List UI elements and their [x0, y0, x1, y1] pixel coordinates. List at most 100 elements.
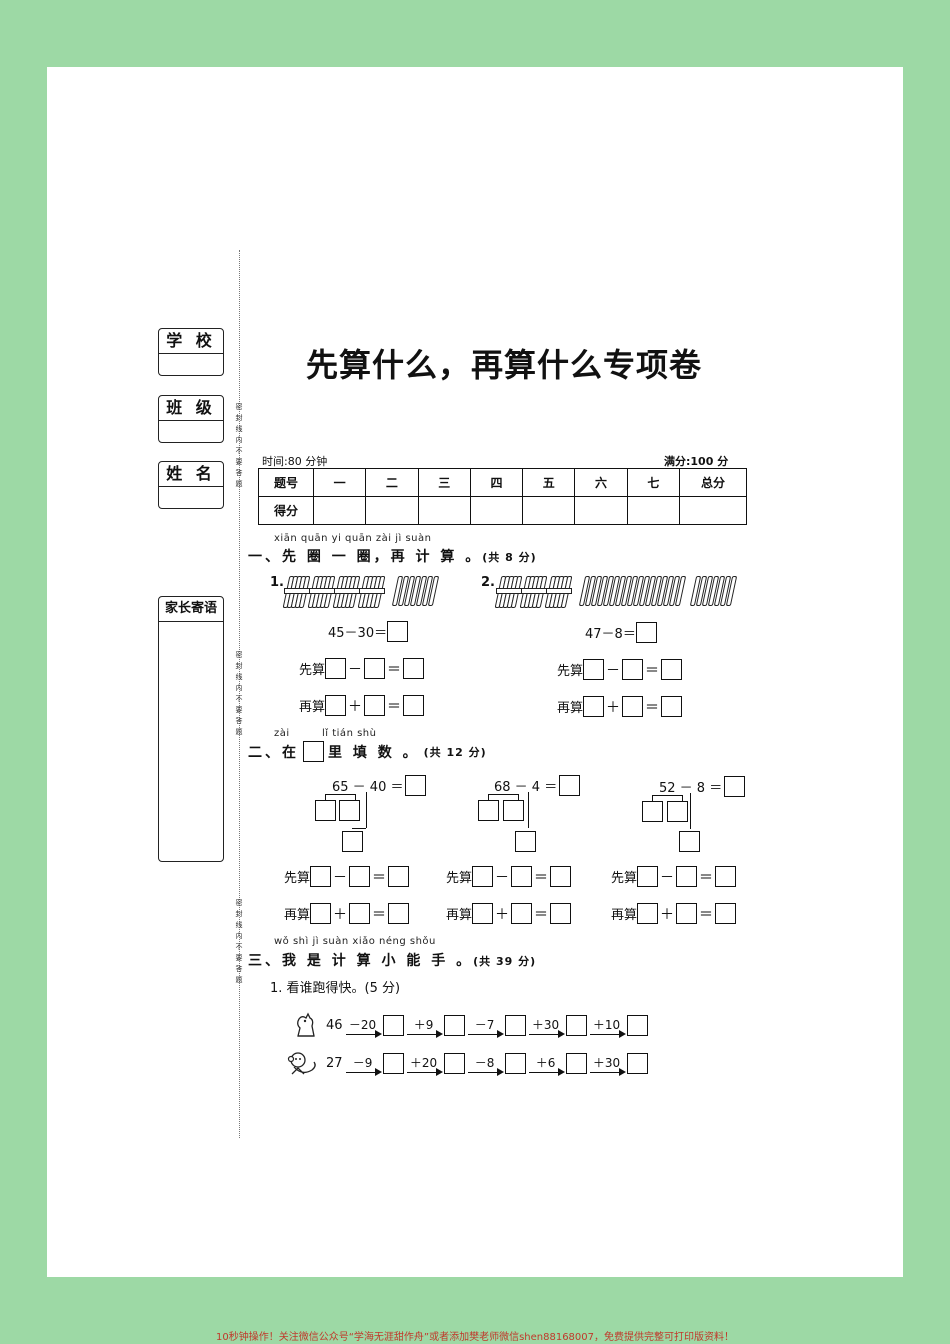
answer-box[interactable]: [635, 622, 657, 643]
stick-bundle: [332, 576, 361, 608]
stick-bundle: [357, 576, 386, 608]
school-label: 学 校: [159, 329, 223, 354]
section2-pinyin-a: zài: [274, 728, 290, 739]
answer-box[interactable]: [622, 696, 644, 717]
split-box[interactable]: [503, 800, 524, 821]
answer-box[interactable]: [676, 866, 698, 887]
class-field[interactable]: 班 级: [158, 395, 224, 443]
name-field[interactable]: 姓 名: [158, 461, 224, 509]
q1-equation: 45－30＝: [328, 621, 409, 642]
score-cell[interactable]: [312, 496, 367, 525]
worksheet-paper: [47, 67, 903, 1277]
split-line: [518, 794, 519, 800]
arrow-step: ＋30: [528, 1016, 565, 1038]
q2-first-step: 先算－＝: [557, 659, 683, 680]
first-label: 先算: [299, 663, 326, 678]
then-label: 再算: [611, 908, 638, 923]
answer-box[interactable]: [349, 866, 371, 887]
answer-box[interactable]: [637, 903, 659, 924]
answer-box[interactable]: [715, 866, 737, 887]
answer-box[interactable]: [504, 1052, 526, 1074]
answer-box[interactable]: [387, 621, 409, 642]
score-cell[interactable]: [365, 496, 419, 525]
split-box[interactable]: [315, 800, 336, 821]
parent-note-field[interactable]: 家长寄语: [158, 596, 224, 862]
answer-box[interactable]: [443, 1014, 465, 1036]
split-box[interactable]: [515, 831, 536, 852]
split-box[interactable]: [642, 801, 663, 822]
answer-box[interactable]: [676, 903, 698, 924]
answer-box[interactable]: [724, 776, 746, 797]
answer-box[interactable]: [626, 1052, 648, 1074]
answer-box[interactable]: [443, 1052, 465, 1074]
split-box[interactable]: [478, 800, 499, 821]
answer-box[interactable]: [310, 866, 332, 887]
q2-then-step: 再算＋＝: [557, 696, 683, 717]
arrow-step: ＋20: [406, 1054, 443, 1076]
score-cell[interactable]: [574, 496, 628, 525]
answer-box[interactable]: [325, 658, 347, 679]
answer-box[interactable]: [550, 903, 572, 924]
answer-box[interactable]: [715, 903, 737, 924]
s2-p3-first: 先算－＝: [611, 866, 737, 887]
split-box[interactable]: [339, 800, 360, 821]
answer-box[interactable]: [405, 775, 427, 796]
answer-box[interactable]: [472, 903, 494, 924]
arrow-step: ＋6: [528, 1054, 565, 1076]
answer-box[interactable]: [559, 775, 581, 796]
score-header-cell: 五: [522, 468, 576, 497]
split-line: [488, 794, 489, 800]
answer-box[interactable]: [388, 903, 410, 924]
answer-box[interactable]: [626, 1014, 648, 1036]
score-header-cell: 六: [574, 468, 628, 497]
answer-box[interactable]: [550, 866, 572, 887]
answer-box[interactable]: [349, 903, 371, 924]
score-cell[interactable]: [679, 496, 747, 525]
first-label: 先算: [557, 664, 584, 679]
answer-box[interactable]: [388, 866, 410, 887]
answer-box[interactable]: [403, 658, 425, 679]
score-cell[interactable]: [417, 496, 471, 525]
answer-box[interactable]: [472, 866, 494, 887]
answer-box[interactable]: [583, 659, 605, 680]
school-field[interactable]: 学 校: [158, 328, 224, 376]
split-box[interactable]: [342, 831, 363, 852]
split-line: [355, 794, 356, 800]
answer-box[interactable]: [364, 695, 386, 716]
then-label: 再算: [299, 700, 326, 715]
answer-box[interactable]: [661, 696, 683, 717]
split-box[interactable]: [667, 801, 688, 822]
score-cell[interactable]: [469, 496, 524, 525]
answer-box[interactable]: [310, 903, 332, 924]
section2-title-a: 二、在: [248, 744, 299, 761]
answer-box[interactable]: [403, 695, 425, 716]
score-cell[interactable]: [522, 496, 576, 525]
section1-points: (共 8 分): [482, 551, 537, 564]
answer-box[interactable]: [325, 695, 347, 716]
answer-box[interactable]: [511, 903, 533, 924]
answer-box[interactable]: [364, 658, 386, 679]
split-box[interactable]: [679, 831, 700, 852]
s2-p2-first: 先算－＝: [446, 866, 572, 887]
answer-box[interactable]: [504, 1014, 526, 1036]
parent-note-label: 家长寄语: [159, 597, 223, 622]
section2-title-b: 里 填 数 。: [328, 744, 420, 761]
stick-bundle: [544, 576, 573, 608]
step-label: －7: [474, 1017, 495, 1032]
answer-box[interactable]: [565, 1014, 587, 1036]
q1-then-step: 再算＋＝: [299, 695, 425, 716]
first-label: 先算: [284, 871, 311, 886]
time-label: 时间:80 分钟: [262, 455, 328, 468]
answer-box[interactable]: [622, 659, 644, 680]
answer-box[interactable]: [583, 696, 605, 717]
answer-box[interactable]: [382, 1052, 404, 1074]
answer-box[interactable]: [661, 659, 683, 680]
answer-box[interactable]: [382, 1014, 404, 1036]
s2-problem2: 68 － 4 ＝: [494, 775, 581, 796]
answer-box[interactable]: [637, 866, 659, 887]
section1-title: 一、先 圈 一 圈，再 计 算 。(共 8 分): [248, 546, 537, 566]
answer-box[interactable]: [511, 866, 533, 887]
answer-box[interactable]: [565, 1052, 587, 1074]
step-label: －9: [352, 1055, 373, 1070]
score-cell[interactable]: [626, 496, 681, 525]
